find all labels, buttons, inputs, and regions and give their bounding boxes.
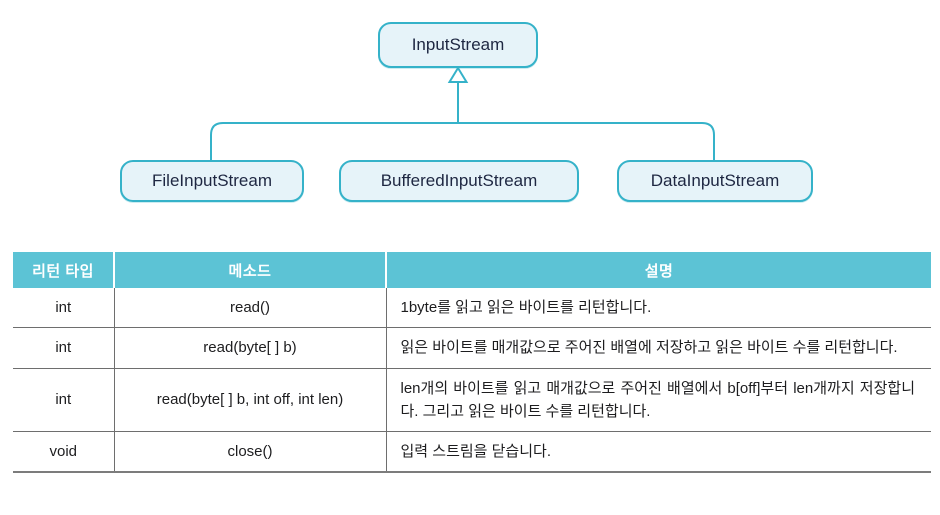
class-box-inputstream: InputStream (378, 22, 538, 68)
return-type-cell: int (13, 288, 114, 329)
return-type-cell: int (13, 368, 114, 432)
table-header-row: 리턴 타입 메소드 설명 (13, 252, 931, 288)
connector-lines (210, 66, 715, 161)
class-box-fileinputstream: FileInputStream (120, 160, 304, 202)
description-cell: len개의 바이트를 읽고 매개값으로 주어진 배열에서 b[off]부터 le… (385, 368, 931, 432)
class-box-bufferedinputstream: BufferedInputStream (339, 160, 579, 202)
table-row: void close() 입력 스트림을 닫습니다. (13, 431, 931, 474)
method-cell: read(byte[ ] b) (113, 327, 386, 369)
inheritance-arrow-icon (447, 66, 469, 83)
method-cell: close() (113, 431, 386, 474)
methods-table: 리턴 타입 메소드 설명 int read() 1byte를 읽고 읽은 바이트… (13, 252, 931, 474)
table-row: int read(byte[ ] b) 읽은 바이트를 매개값으로 주어진 배열… (13, 327, 931, 369)
header-return-type: 리턴 타입 (13, 252, 114, 288)
class-box-datainputstream: DataInputStream (617, 160, 813, 202)
method-cell: read() (113, 288, 386, 329)
method-cell: read(byte[ ] b, int off, int len) (113, 368, 386, 432)
description-cell: 입력 스트림을 닫습니다. (385, 431, 931, 474)
description-cell: 읽은 바이트를 매개값으로 주어진 배열에 저장하고 읽은 바이트 수를 리턴합… (385, 327, 931, 369)
return-type-cell: int (13, 327, 114, 369)
header-method: 메소드 (113, 252, 386, 288)
return-type-cell: void (13, 431, 114, 474)
table-row: int read(byte[ ] b, int off, int len) le… (13, 368, 931, 432)
description-cell: 1byte를 읽고 읽은 바이트를 리턴합니다. (385, 288, 931, 329)
table-row: int read() 1byte를 읽고 읽은 바이트를 리턴합니다. (13, 288, 931, 329)
header-description: 설명 (385, 252, 931, 288)
class-hierarchy-diagram: InputStream FileInputStream BufferedInpu… (0, 0, 940, 220)
